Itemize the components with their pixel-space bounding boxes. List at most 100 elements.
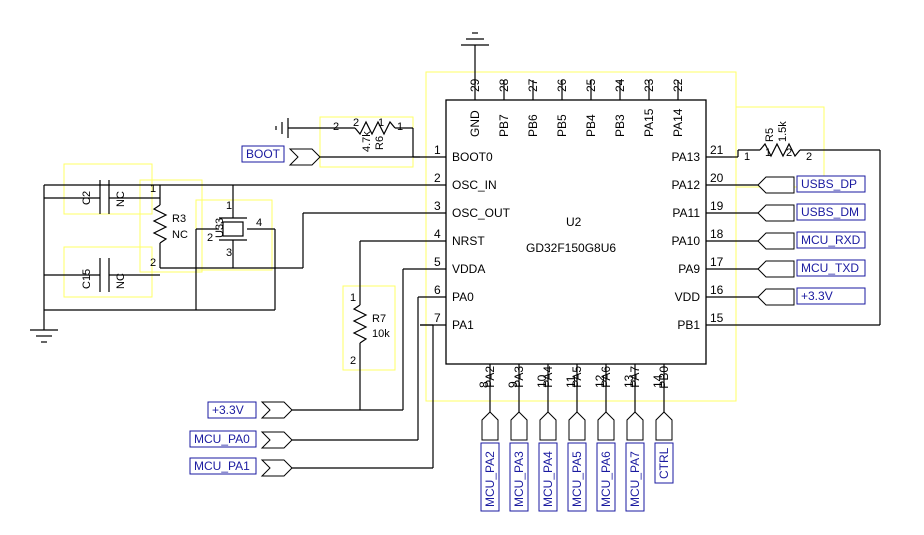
left-pin-number: 6 <box>434 283 441 297</box>
bottom-net-port <box>481 411 499 441</box>
r6-pin2b: 2 <box>353 117 359 129</box>
right-net-port <box>757 204 795 222</box>
right-net-labels: USBS_DP USBS_DM MCU_RXD MCU_TXD +3.3V <box>732 175 866 306</box>
right-net-label[interactable]: +3.3V <box>801 289 833 303</box>
mcu-pa0-label[interactable]: MCU_PA0 <box>194 432 250 446</box>
left-pin-number: 1 <box>434 143 441 157</box>
boot-port <box>288 148 321 166</box>
right-pin-number: 19 <box>710 199 724 213</box>
bottom-pin-number: 14 <box>651 374 665 388</box>
top-pin-number: 28 <box>497 78 511 92</box>
r3-pin2: 2 <box>150 257 156 269</box>
bottom-net-label-box <box>480 442 500 512</box>
bottom-net-label[interactable]: MCU_PA7 <box>628 451 642 507</box>
bottom-pin-number: 12 <box>593 374 607 388</box>
bottom-net-port <box>539 411 557 441</box>
bottom-net-label-box <box>567 442 587 512</box>
bottom-pin-name: PA7 <box>628 366 642 388</box>
r7-value: 10k <box>372 328 390 340</box>
r5-resistor[interactable] <box>759 142 801 158</box>
right-pin-number: 15 <box>710 311 724 325</box>
u2-body[interactable] <box>445 99 707 365</box>
left-pin-name: OSC_OUT <box>452 206 511 220</box>
right-net-label[interactable]: MCU_RXD <box>801 233 861 247</box>
bottom-net-label[interactable]: CTRL <box>657 447 671 479</box>
r7-pin2: 2 <box>350 355 356 367</box>
right-pin-name: VDD <box>675 290 701 304</box>
right-net-port <box>757 288 795 306</box>
r7-resistor[interactable] <box>352 304 368 344</box>
bottom-net-label-box <box>654 442 674 484</box>
bottom-net-label[interactable]: MCU_PA3 <box>512 451 526 507</box>
right-net-label-box <box>796 175 866 193</box>
left-pin-number: 3 <box>434 199 441 213</box>
mcu-pa1-label-box <box>189 457 257 475</box>
r6-resistor[interactable] <box>354 120 396 136</box>
right-net-label-box <box>796 287 866 305</box>
u2-ref: U2 <box>566 215 582 229</box>
top-pin-name: PB5 <box>555 114 569 137</box>
mcu-pa1-label[interactable]: MCU_PA1 <box>194 459 250 473</box>
right-net-port <box>757 260 795 278</box>
right-pin-number: 21 <box>710 143 724 157</box>
right-net-port <box>757 176 795 194</box>
r5-pin2: 2 <box>806 151 812 163</box>
bottom-net-label[interactable]: MCU_PA6 <box>599 451 613 507</box>
bottom-pin-number: 9 <box>506 381 520 388</box>
bottom-net-port <box>655 411 673 441</box>
right-net-label[interactable]: USBS_DM <box>801 205 859 219</box>
mcu-pa1-port <box>260 459 293 477</box>
mcu-pa0-label-box <box>189 430 257 448</box>
r3-resistor[interactable] <box>152 204 168 244</box>
top-pin-number: 29 <box>468 78 482 92</box>
u33-crystal[interactable] <box>222 221 244 237</box>
right-net-label[interactable]: USBS_DP <box>801 177 857 191</box>
right-pin-number: 17 <box>710 255 724 269</box>
r6-pin1: 1 <box>397 121 403 133</box>
bottom-pin-number: 13 <box>622 374 636 388</box>
top-pin-name: PB3 <box>613 114 627 137</box>
left-pin-name: PA0 <box>452 290 474 304</box>
top-pin-group: 29GND28PB727PB626PB525PB424PB323PA1522PA… <box>468 78 685 137</box>
top-pin-number: 24 <box>613 78 627 92</box>
vcc-left-label[interactable]: +3.3V <box>212 403 244 417</box>
bottom-pin-name: PA2 <box>483 366 497 388</box>
u2-highlight-box <box>425 71 737 402</box>
boot-net-label[interactable]: BOOT <box>246 147 281 161</box>
c15-value: NC <box>115 273 127 289</box>
right-pin-name: PA13 <box>672 150 701 164</box>
left-pin-number: 4 <box>434 227 441 241</box>
top-pin-number: 26 <box>555 78 569 92</box>
r7-pin1: 1 <box>350 292 356 304</box>
bottom-net-labels: MCU_PA2 MCU_PA3 MCU_PA4 MCU_PA5 MCU_PA6 MCU_P… <box>480 390 674 512</box>
right-pin-number: 20 <box>710 171 724 185</box>
bottom-pin-name: PA5 <box>570 366 584 388</box>
r6-ref: R6 <box>374 136 386 150</box>
bottom-net-label[interactable]: MCU_PA5 <box>570 451 584 507</box>
bottom-net-port <box>568 411 586 441</box>
right-net-port <box>757 232 795 250</box>
c15-ref: C15 <box>81 269 93 289</box>
r5-pin2b: 2 <box>786 147 792 159</box>
top-pin-number: 22 <box>671 78 685 92</box>
left-pin-name: BOOT0 <box>452 150 493 164</box>
mcu-pa0-port <box>260 431 293 449</box>
vcc-left-port <box>260 401 293 419</box>
r5-pin1b: 1 <box>765 147 771 159</box>
bottom-net-port <box>510 411 528 441</box>
bottom-net-label[interactable]: MCU_PA2 <box>483 451 497 507</box>
bottom-net-label[interactable]: MCU_PA4 <box>541 451 555 507</box>
u33-pin1: 1 <box>226 200 232 212</box>
right-pin-name: PA11 <box>672 206 700 220</box>
bottom-net-label-box <box>625 442 645 512</box>
r7-ref: R7 <box>372 313 386 325</box>
left-pin-name: OSC_IN <box>452 178 497 192</box>
r5-ref: R5 <box>764 128 776 142</box>
left-pin-name: NRST <box>452 234 485 248</box>
bottom-pin-number: 8 <box>477 381 491 388</box>
top-pin-name: PB7 <box>497 114 511 137</box>
bottom-net-label-box <box>538 442 558 512</box>
right-net-label[interactable]: MCU_TXD <box>801 261 859 275</box>
